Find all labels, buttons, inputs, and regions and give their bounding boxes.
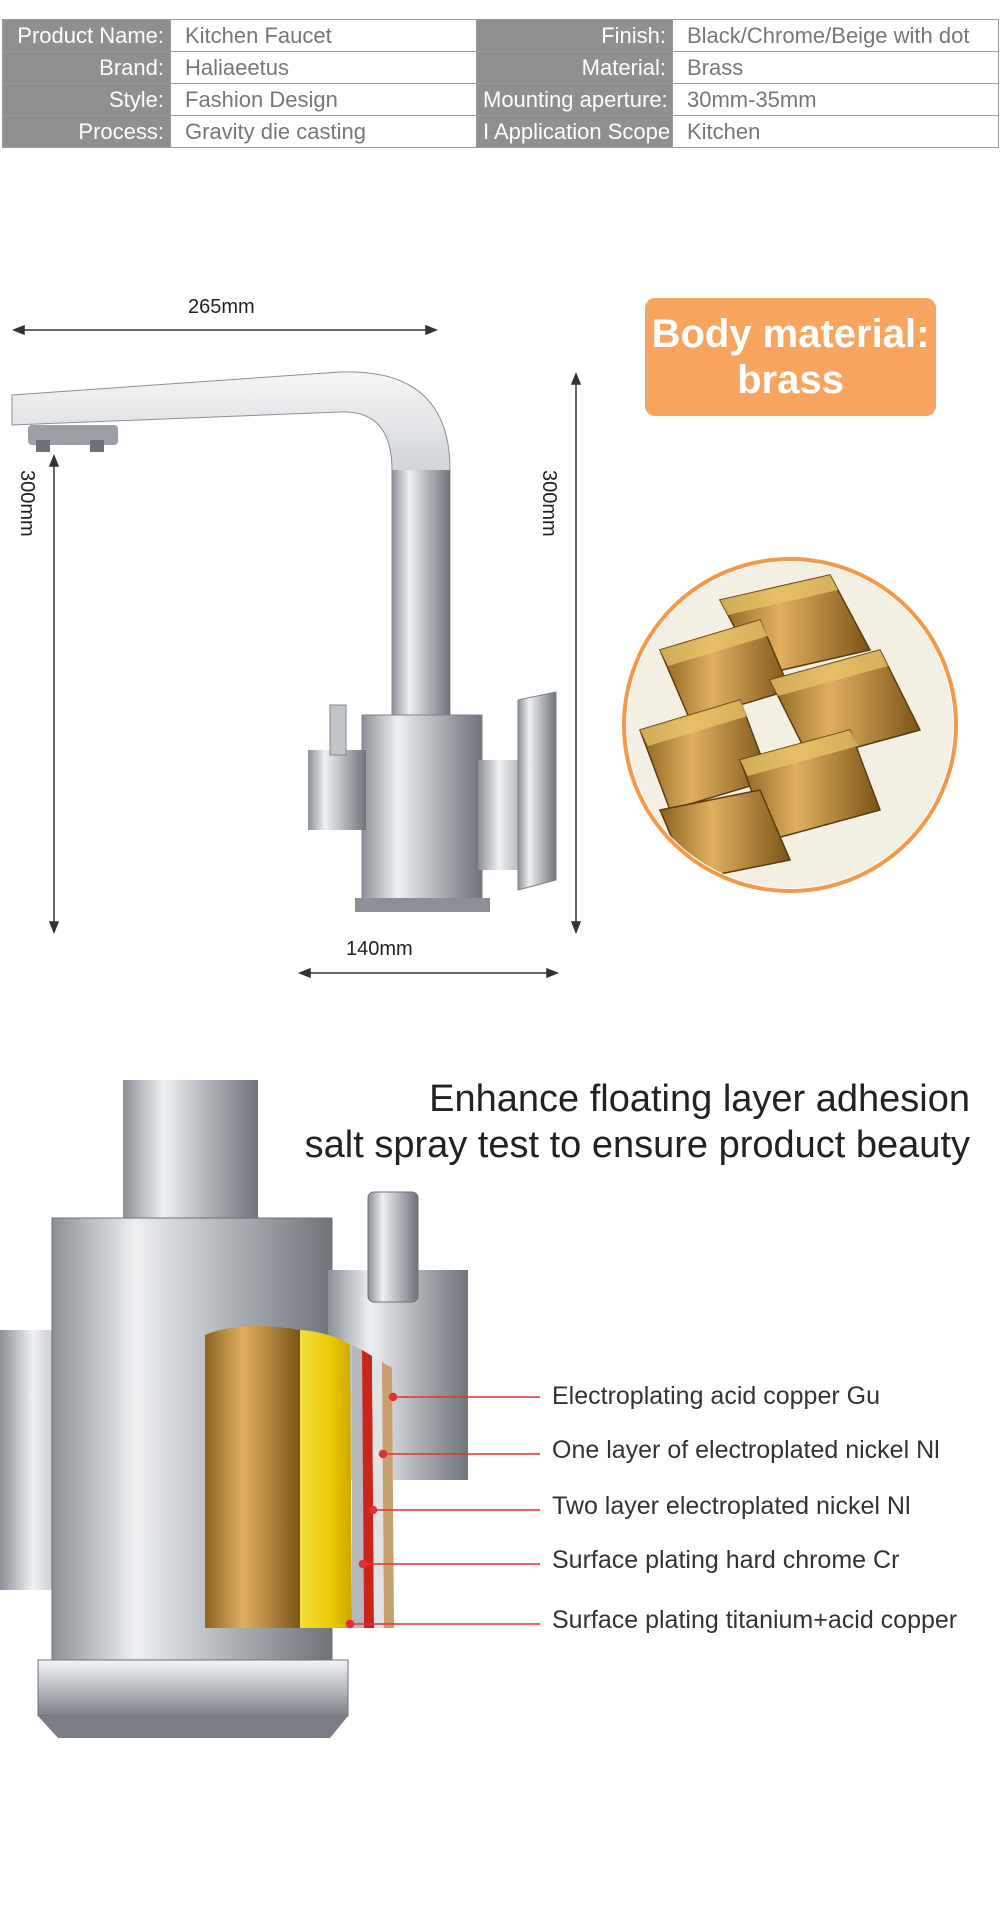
faucet-image [11,371,557,912]
spec-key: Style: [2,83,171,116]
spec-value: Haliaeetus [170,51,477,84]
dimension-label-base: 140mm [346,938,413,960]
badge-line-2: brass [737,358,844,402]
layer-label: One layer of electroplated nickel Nl [552,1436,940,1464]
spec-row: Product Name: Kitchen Faucet Finish: Bla… [2,19,999,52]
spec-value: Kitchen Faucet [170,19,477,52]
spec-value: Fashion Design [170,83,477,116]
dimension-line-height-right [570,371,582,935]
brass-image [622,557,958,893]
dimension-line-base [297,967,560,979]
spec-row: Style: Fashion Design Mounting aperture:… [2,83,999,116]
material-badge: Body material: brass [645,298,936,416]
layer-label: Electroplating acid copper Gu [552,1382,880,1410]
headline-line-1: Enhance floating layer adhesion [429,1078,970,1120]
cutaway-image [0,1080,468,1738]
spec-key: I Application Scope: [476,115,673,148]
dimension-label-height-right: 300mm [538,470,560,537]
spec-value: Black/Chrome/Beige with dot [672,19,999,52]
dimension-line-height-left [48,453,60,935]
spec-table: Product Name: Kitchen Faucet Finish: Bla… [2,19,999,148]
spec-row: Brand: Haliaeetus Material: Brass [2,51,999,84]
callout-lines [345,1392,540,1629]
layer-label: Surface plating hard chrome Cr [552,1546,900,1574]
spec-value: 30mm-35mm [672,83,999,116]
spec-key: Product Name: [2,19,171,52]
spec-row: Process: Gravity die casting I Applicati… [2,115,999,148]
badge-line-1: Body material: [651,312,930,356]
spec-key: Mounting aperture: [476,83,673,116]
spec-value: Kitchen [672,115,999,148]
dimension-label-width: 265mm [188,296,255,318]
spec-key: Brand: [2,51,171,84]
spec-key: Material: [476,51,673,84]
dimension-label-height-left: 300mm [16,470,38,537]
layer-label: Surface plating titanium+acid copper [552,1606,958,1634]
dimension-line-width [11,324,439,336]
spec-key: Process: [2,115,171,148]
headline-line-2: salt spray test to ensure product beauty [304,1124,970,1166]
spec-value: Brass [672,51,999,84]
layer-label: Two layer electroplated nickel Nl [552,1492,911,1520]
